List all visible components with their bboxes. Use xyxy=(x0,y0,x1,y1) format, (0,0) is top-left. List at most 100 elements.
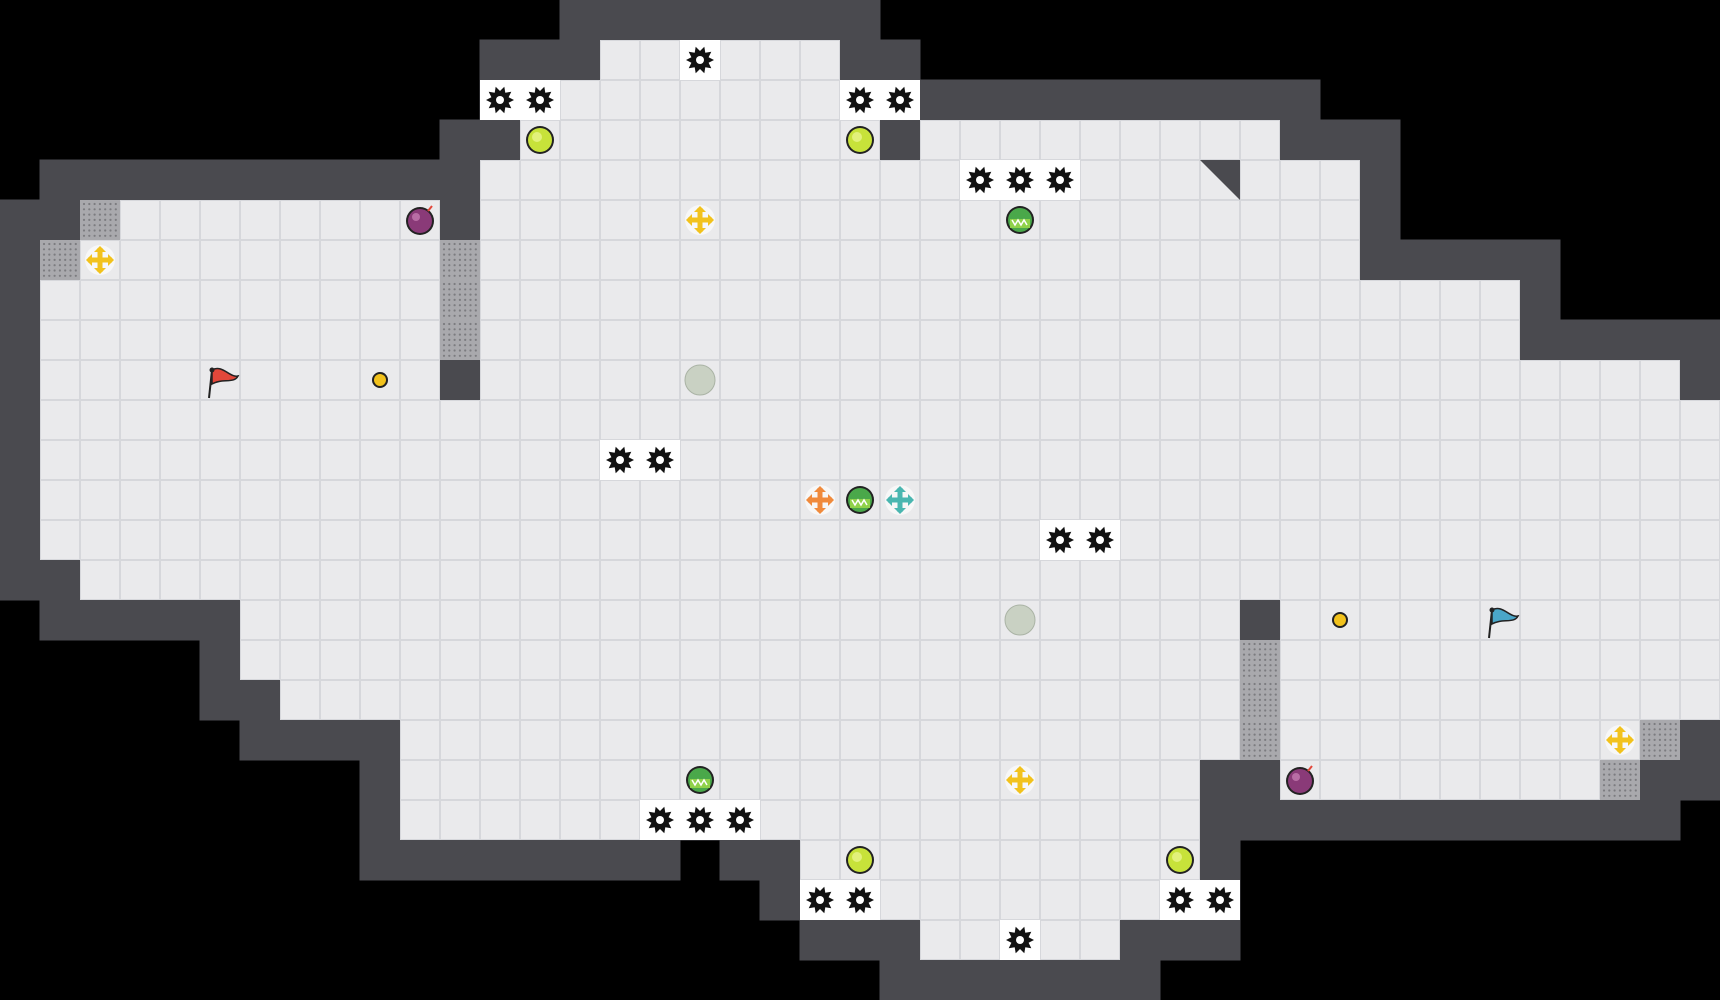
floor-tile xyxy=(640,600,680,640)
floor-tile xyxy=(400,320,440,360)
floor-tile xyxy=(440,800,480,840)
floor-tile xyxy=(920,480,960,520)
floor-tile xyxy=(520,400,560,440)
floor-tile xyxy=(1640,600,1680,640)
floor-tile xyxy=(720,280,760,320)
wall-tile xyxy=(439,119,481,161)
flag-red-icon xyxy=(208,367,240,399)
floor-tile xyxy=(80,360,120,400)
floor-tile xyxy=(200,240,240,280)
floor-tile xyxy=(560,320,600,360)
powerup-icon xyxy=(526,126,554,154)
wall-tile xyxy=(119,159,161,201)
wall-tile xyxy=(0,399,41,441)
floor-tile xyxy=(1320,640,1360,680)
floor-tile xyxy=(1440,360,1480,400)
floor-tile xyxy=(360,560,400,600)
floor-tile xyxy=(680,480,720,520)
wall-tile xyxy=(1279,79,1321,121)
floor-tile xyxy=(360,320,400,360)
wall-tile xyxy=(0,439,41,481)
floor-tile xyxy=(1000,680,1040,720)
floor-tile xyxy=(920,400,960,440)
spike-icon xyxy=(960,160,1000,200)
floor-tile xyxy=(880,320,920,360)
floor-tile xyxy=(640,760,680,800)
floor-tile xyxy=(1640,440,1680,480)
powerup-icon xyxy=(846,126,874,154)
portal-icon xyxy=(684,364,716,396)
floor-tile xyxy=(1160,640,1200,680)
floor-tile xyxy=(640,400,680,440)
floor-tile xyxy=(40,360,80,400)
floor-tile xyxy=(1360,440,1400,480)
floor-tile xyxy=(760,480,800,520)
floor-tile xyxy=(480,240,520,280)
floor-tile xyxy=(1080,440,1120,480)
floor-tile xyxy=(720,760,760,800)
floor-tile xyxy=(1400,760,1440,800)
floor-tile xyxy=(240,480,280,520)
floor-tile xyxy=(1120,640,1160,680)
floor-tile xyxy=(1040,240,1080,280)
floor-tile xyxy=(960,640,1000,680)
wall-tile xyxy=(919,79,961,121)
floor-tile xyxy=(1120,160,1160,200)
floor-tile xyxy=(520,520,560,560)
floor-tile xyxy=(600,560,640,600)
floor-tile xyxy=(1640,400,1680,440)
floor-tile xyxy=(1640,360,1680,400)
wall-tile xyxy=(0,239,41,281)
floor-tile xyxy=(1480,760,1520,800)
floor-tile xyxy=(880,640,920,680)
floor-tile xyxy=(1080,840,1120,880)
floor-tile xyxy=(880,560,920,600)
wall-tile xyxy=(1319,799,1361,841)
floor-tile xyxy=(480,440,520,480)
wall-tile xyxy=(639,0,681,41)
floor-tile xyxy=(1480,720,1520,760)
floor-tile xyxy=(1040,920,1080,960)
floor-tile xyxy=(800,800,840,840)
floor-tile xyxy=(520,160,560,200)
floor-tile xyxy=(1200,640,1240,680)
floor-tile xyxy=(1400,720,1440,760)
floor-tile xyxy=(240,640,280,680)
floor-tile xyxy=(1120,720,1160,760)
floor-tile xyxy=(640,480,680,520)
wall-tile xyxy=(1519,239,1561,281)
floor-tile xyxy=(600,80,640,120)
floor-tile xyxy=(1400,400,1440,440)
floor-tile xyxy=(1560,680,1600,720)
floor-tile xyxy=(1440,720,1480,760)
wall-tile xyxy=(759,0,801,41)
floor-tile xyxy=(960,600,1000,640)
floor-tile xyxy=(1120,840,1160,880)
floor-tile xyxy=(1320,520,1360,560)
floor-tile xyxy=(960,680,1000,720)
floor-tile xyxy=(480,680,520,720)
floor-tile xyxy=(720,80,760,120)
floor-tile xyxy=(840,640,880,680)
wall-tile xyxy=(799,0,841,41)
floor-tile xyxy=(280,280,320,320)
wall-tile xyxy=(599,0,641,41)
wall-tile xyxy=(999,959,1041,1000)
floor-tile xyxy=(760,440,800,480)
wall-tile xyxy=(319,159,361,201)
floor-tile xyxy=(960,880,1000,920)
floor-tile xyxy=(560,400,600,440)
floor-tile xyxy=(1320,400,1360,440)
floor-tile xyxy=(1240,240,1280,280)
floor-tile xyxy=(320,520,360,560)
floor-tile xyxy=(560,200,600,240)
floor-tile xyxy=(400,640,440,680)
floor-tile xyxy=(480,480,520,520)
floor-tile xyxy=(120,560,160,600)
floor-tile xyxy=(1160,400,1200,440)
floor-tile xyxy=(1000,400,1040,440)
wall-tile xyxy=(279,719,321,761)
wall-tile xyxy=(199,639,241,681)
spike-icon xyxy=(720,800,760,840)
